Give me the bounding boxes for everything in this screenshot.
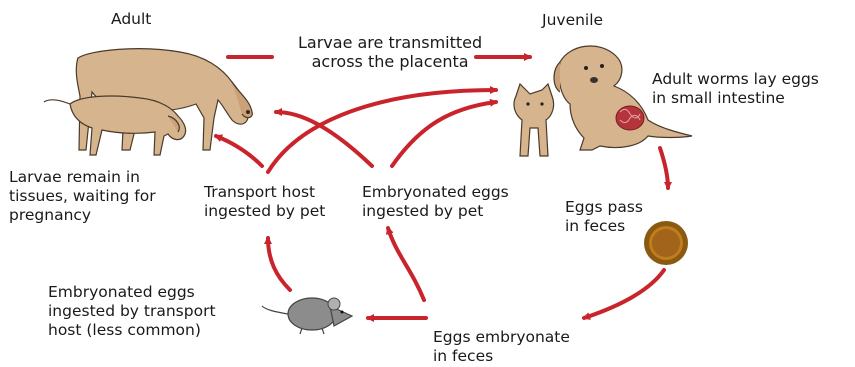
egg-icon: [644, 221, 688, 265]
label-larvae-remain: Larvae remain in tissues, waiting for pr…: [9, 168, 156, 225]
arrow-embryonated-to-kitten: [392, 102, 496, 166]
arrow-juvenile-to-eggs-pass: [660, 148, 668, 188]
arrow-egg-to-embryonate: [584, 270, 664, 318]
arrow-transport-to-juvenile: [268, 90, 496, 172]
worms-icon: [616, 106, 644, 130]
arrow-transport-to-adult: [216, 136, 262, 166]
label-embryonated-pet: Embryonated eggs ingested by pet: [362, 183, 509, 221]
label-placenta: Larvae are transmitted across the placen…: [298, 33, 482, 71]
puppy-icon: [44, 96, 186, 155]
arrow-embryonate-to-embryonated: [388, 228, 424, 300]
label-adult: Adult: [111, 10, 151, 29]
label-eggs-embryonate: Eggs embryonate in feces: [433, 328, 570, 366]
label-adult-worms: Adult worms lay eggs in small intestine: [652, 70, 819, 108]
label-juvenile: Juvenile: [542, 11, 603, 30]
label-transport-host: Transport host ingested by pet: [204, 183, 325, 221]
arrow-embryonated-to-adult: [276, 112, 372, 166]
kitten-icon: [514, 84, 554, 156]
mouse-icon: [262, 298, 352, 334]
arrow-mouse-to-transport: [268, 238, 290, 290]
label-embryonated-transport: Embryonated eggs ingested by transport h…: [48, 283, 216, 340]
label-eggs-pass: Eggs pass in feces: [565, 198, 643, 236]
